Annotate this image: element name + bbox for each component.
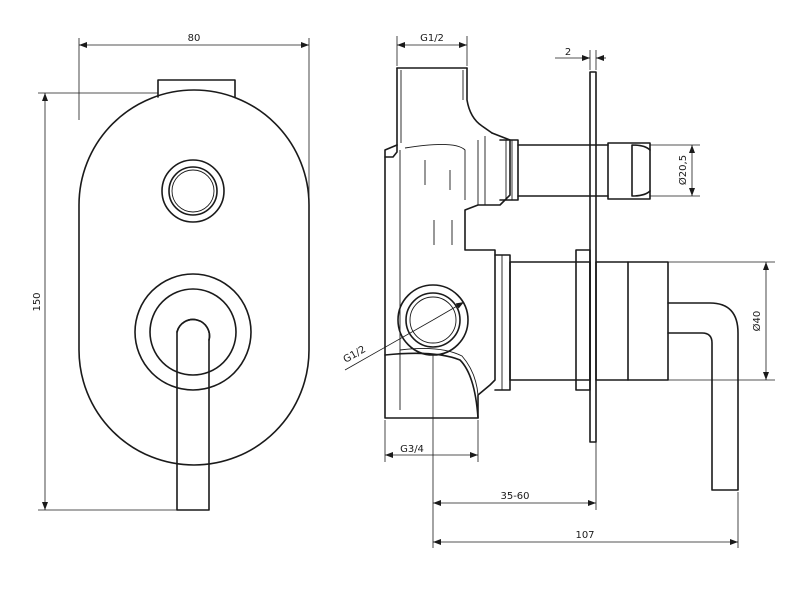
side-view — [384, 67, 739, 491]
height-label: 150 — [32, 292, 43, 311]
lower-flange — [494, 254, 511, 391]
body-inner-ribs — [477, 136, 486, 205]
lever-handle-top — [176, 318, 211, 341]
lever-arm — [667, 302, 739, 491]
side-port-core — [409, 296, 457, 344]
embed-depth-label: 35-60 — [500, 491, 529, 502]
diverter-knob-cap — [631, 144, 651, 197]
rosette-side — [575, 249, 591, 391]
lever-hub — [149, 288, 237, 376]
side-port-label: G1/2 — [342, 344, 368, 365]
upper-nut — [499, 139, 519, 201]
inlet-top-label: G1/2 — [420, 33, 444, 44]
cartridge-body — [509, 261, 591, 381]
front-dimensions: 80 150 — [32, 33, 310, 511]
diverter-knob-outer — [161, 159, 225, 223]
outlet-label: G3/4 — [400, 444, 424, 455]
valve-body — [384, 132, 511, 419]
lever-rosette — [134, 273, 252, 391]
body-notch — [384, 144, 398, 158]
body-inner-top — [404, 144, 466, 200]
side-port-inner — [405, 292, 461, 348]
wall-plate — [589, 71, 597, 443]
side-dimensions: G1/2 2 Ø20,5 Ø40 G1/2 G3/4 35-60 — [342, 33, 775, 548]
cover-plate — [78, 89, 310, 466]
lever-handle — [176, 318, 211, 511]
total-depth-label: 107 — [575, 530, 594, 541]
width-label: 80 — [188, 33, 201, 44]
outlet-curve-inner — [399, 347, 479, 396]
front-top-stub — [157, 79, 236, 98]
handle-diameter-label: Ø40 — [751, 311, 763, 332]
outlet-curve — [384, 352, 479, 419]
plate-thickness-label: 2 — [565, 47, 571, 58]
top-inlet — [396, 67, 493, 146]
diverter-stem — [517, 144, 609, 197]
diverter-knob-side — [607, 142, 651, 200]
lever-body — [595, 261, 669, 381]
diverter-knob-inner — [168, 166, 218, 216]
front-view — [78, 79, 310, 511]
diverter-knob-core — [171, 169, 215, 213]
stem-diameter-label: Ø20,5 — [677, 155, 689, 185]
